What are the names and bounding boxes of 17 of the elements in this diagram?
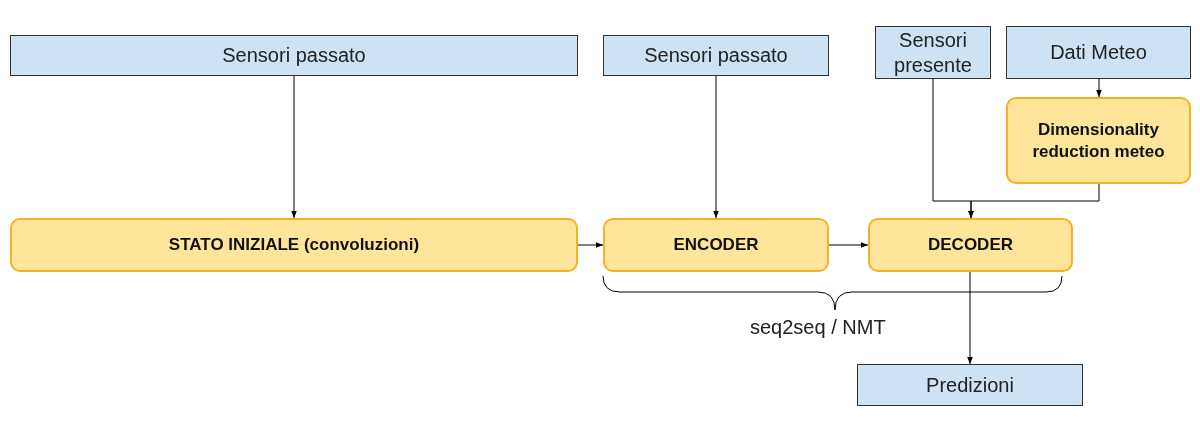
arrow [713,75,719,219]
data-box: Dati Meteo [1006,26,1191,79]
arrow [967,271,973,365]
arrow [577,242,604,248]
arrow [1096,78,1102,98]
model-box: STATO INIZIALE (convoluzioni) [10,218,578,272]
model-box: DECODER [868,218,1073,272]
data-box: Sensori passato [603,35,829,76]
arrow [291,75,297,219]
data-box: Sensori passato [10,35,578,76]
brace-label: seq2seq / NMT [750,315,886,340]
data-box: Predizioni [857,364,1083,406]
model-box: Dimensionality reduction meteo [1006,97,1191,184]
arrow [828,242,869,248]
data-box: Sensori presente [875,26,991,79]
arrow [968,183,1100,219]
model-box: ENCODER [603,218,829,272]
